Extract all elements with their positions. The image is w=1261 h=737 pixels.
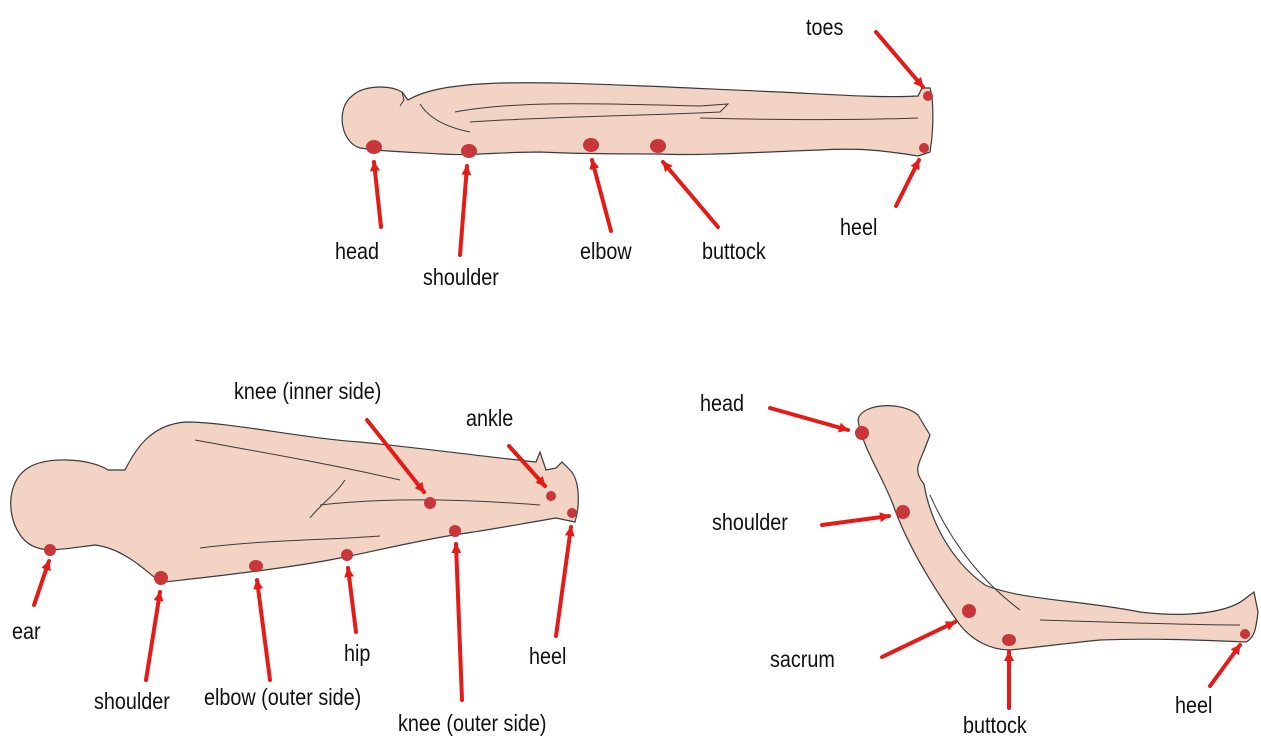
label-knee-inner: knee (inner side) xyxy=(234,380,381,403)
pressure-point-shoulder-supine xyxy=(461,144,477,158)
arrow-head-supine xyxy=(374,162,381,227)
arrow-heel-sitting xyxy=(1210,645,1240,686)
pressure-point-sacrum xyxy=(962,604,976,618)
pressure-point-heel-sitting xyxy=(1240,629,1250,639)
label-knee-outer: knee (outer side) xyxy=(398,712,546,735)
arrow-shoulder-sitting xyxy=(822,516,889,525)
label-head-sitting: head xyxy=(700,392,744,415)
arrow-buttock-supine xyxy=(663,162,718,227)
label-heel-sitting: heel xyxy=(1175,694,1212,717)
pressure-point-elbow-supine xyxy=(583,138,599,152)
arrow-shoulder-supine xyxy=(460,166,467,255)
pressure-point-knee-inner xyxy=(424,497,436,509)
arrow-elbow-outer xyxy=(257,580,270,680)
pressure-point-buttock-sitting xyxy=(1002,634,1016,646)
label-ankle: ankle xyxy=(466,407,513,430)
label-ear: ear xyxy=(12,620,41,643)
pressure-point-buttock-supine xyxy=(650,139,666,153)
arrow-elbow-supine xyxy=(592,160,611,231)
pressure-point-hip xyxy=(341,549,353,561)
label-shoulder-sitting: shoulder xyxy=(712,511,788,534)
label-elbow-supine: elbow xyxy=(580,240,632,263)
pressure-point-heel-supine xyxy=(919,143,929,153)
arrow-ear xyxy=(34,561,49,605)
pressure-point-shoulder-lateral xyxy=(154,571,168,585)
label-heel-lateral: heel xyxy=(529,645,566,668)
pressure-point-toes-supine xyxy=(923,91,933,101)
arrow-shoulder-lateral xyxy=(146,592,160,680)
sitting-body xyxy=(858,406,1258,650)
label-buttock-sitting: buttock xyxy=(963,714,1027,737)
label-sacrum: sacrum xyxy=(770,648,835,671)
supine-figure xyxy=(342,83,933,156)
pressure-point-heel-lateral xyxy=(567,508,577,518)
pressure-point-shoulder-sitting xyxy=(896,505,910,519)
pressure-point-head-sitting xyxy=(855,426,869,440)
label-toes: toes xyxy=(806,16,843,39)
lateral-figure xyxy=(11,422,579,582)
label-shoulder-supine: shoulder xyxy=(423,266,499,289)
arrow-sacrum xyxy=(882,622,955,657)
label-head-supine: head xyxy=(335,240,379,263)
label-hip: hip xyxy=(344,642,370,665)
pressure-point-knee-outer xyxy=(449,525,461,537)
label-heel-supine: heel xyxy=(840,216,877,239)
label-buttock-supine: buttock xyxy=(702,240,766,263)
arrow-head-sitting xyxy=(770,408,848,430)
arrow-toes xyxy=(876,32,923,87)
pressure-point-ankle xyxy=(546,491,556,501)
pressure-point-head-supine xyxy=(366,140,382,154)
pressure-point-ear xyxy=(44,544,56,556)
arrow-knee-outer xyxy=(456,544,462,700)
arrow-hip xyxy=(348,568,356,632)
arrow-heel-supine xyxy=(896,160,919,206)
pressure-point-elbow-outer xyxy=(249,560,263,572)
sitting-figure xyxy=(858,406,1258,650)
label-elbow-outer: elbow (outer side) xyxy=(204,686,361,709)
label-shoulder-lateral: shoulder xyxy=(94,690,170,713)
arrow-heel-lateral xyxy=(556,527,571,636)
